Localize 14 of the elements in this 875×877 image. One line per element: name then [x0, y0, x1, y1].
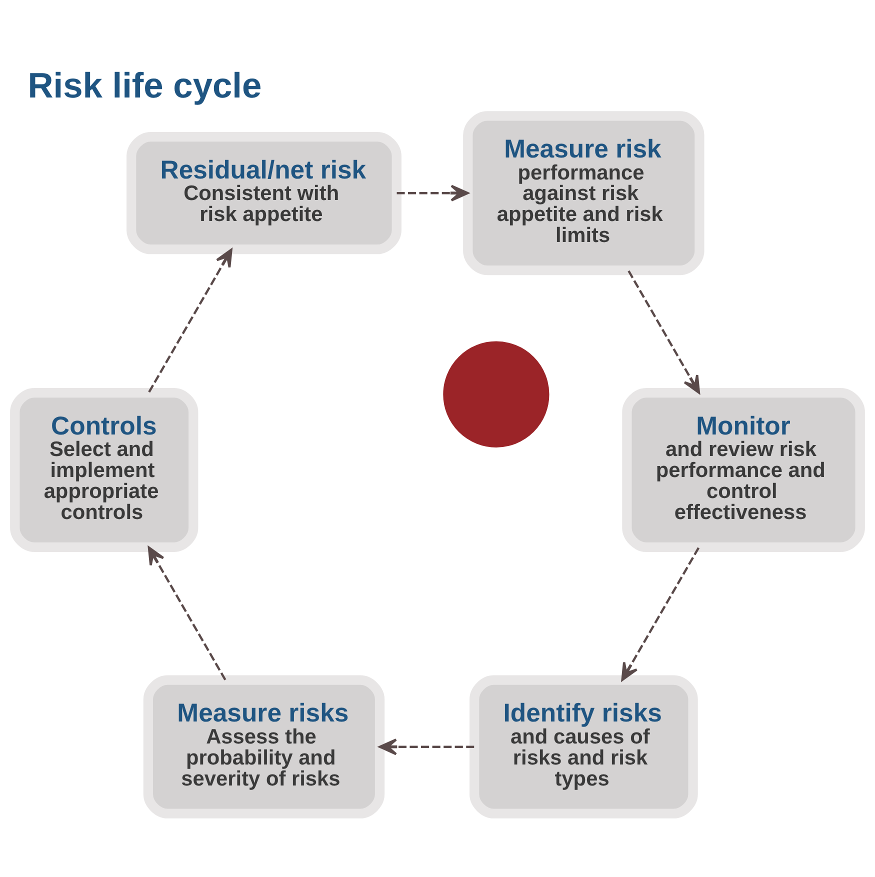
node-circle	[443, 340, 550, 447]
arrow	[628, 270, 700, 394]
arrow	[148, 546, 226, 680]
node-box: Residual/net risk Consistent with risk appetite	[126, 131, 402, 254]
node-box: Measure risks Assess the probability and severity of risks	[143, 674, 385, 818]
arrow	[621, 546, 700, 680]
arrow	[396, 184, 469, 201]
node-box: Controls Select and implement appropriate controls	[10, 387, 198, 552]
arrow	[148, 248, 232, 392]
node-box: Identify risks and causes of risks and risk types	[470, 674, 698, 818]
node-box: Monitor and review risk performance and control effectiveness	[622, 387, 865, 552]
diagram-title: Risk life cycle	[28, 66, 262, 106]
node-box: Measure risk performance against risk appetite and risk limits	[463, 110, 704, 275]
arrow	[378, 738, 474, 755]
